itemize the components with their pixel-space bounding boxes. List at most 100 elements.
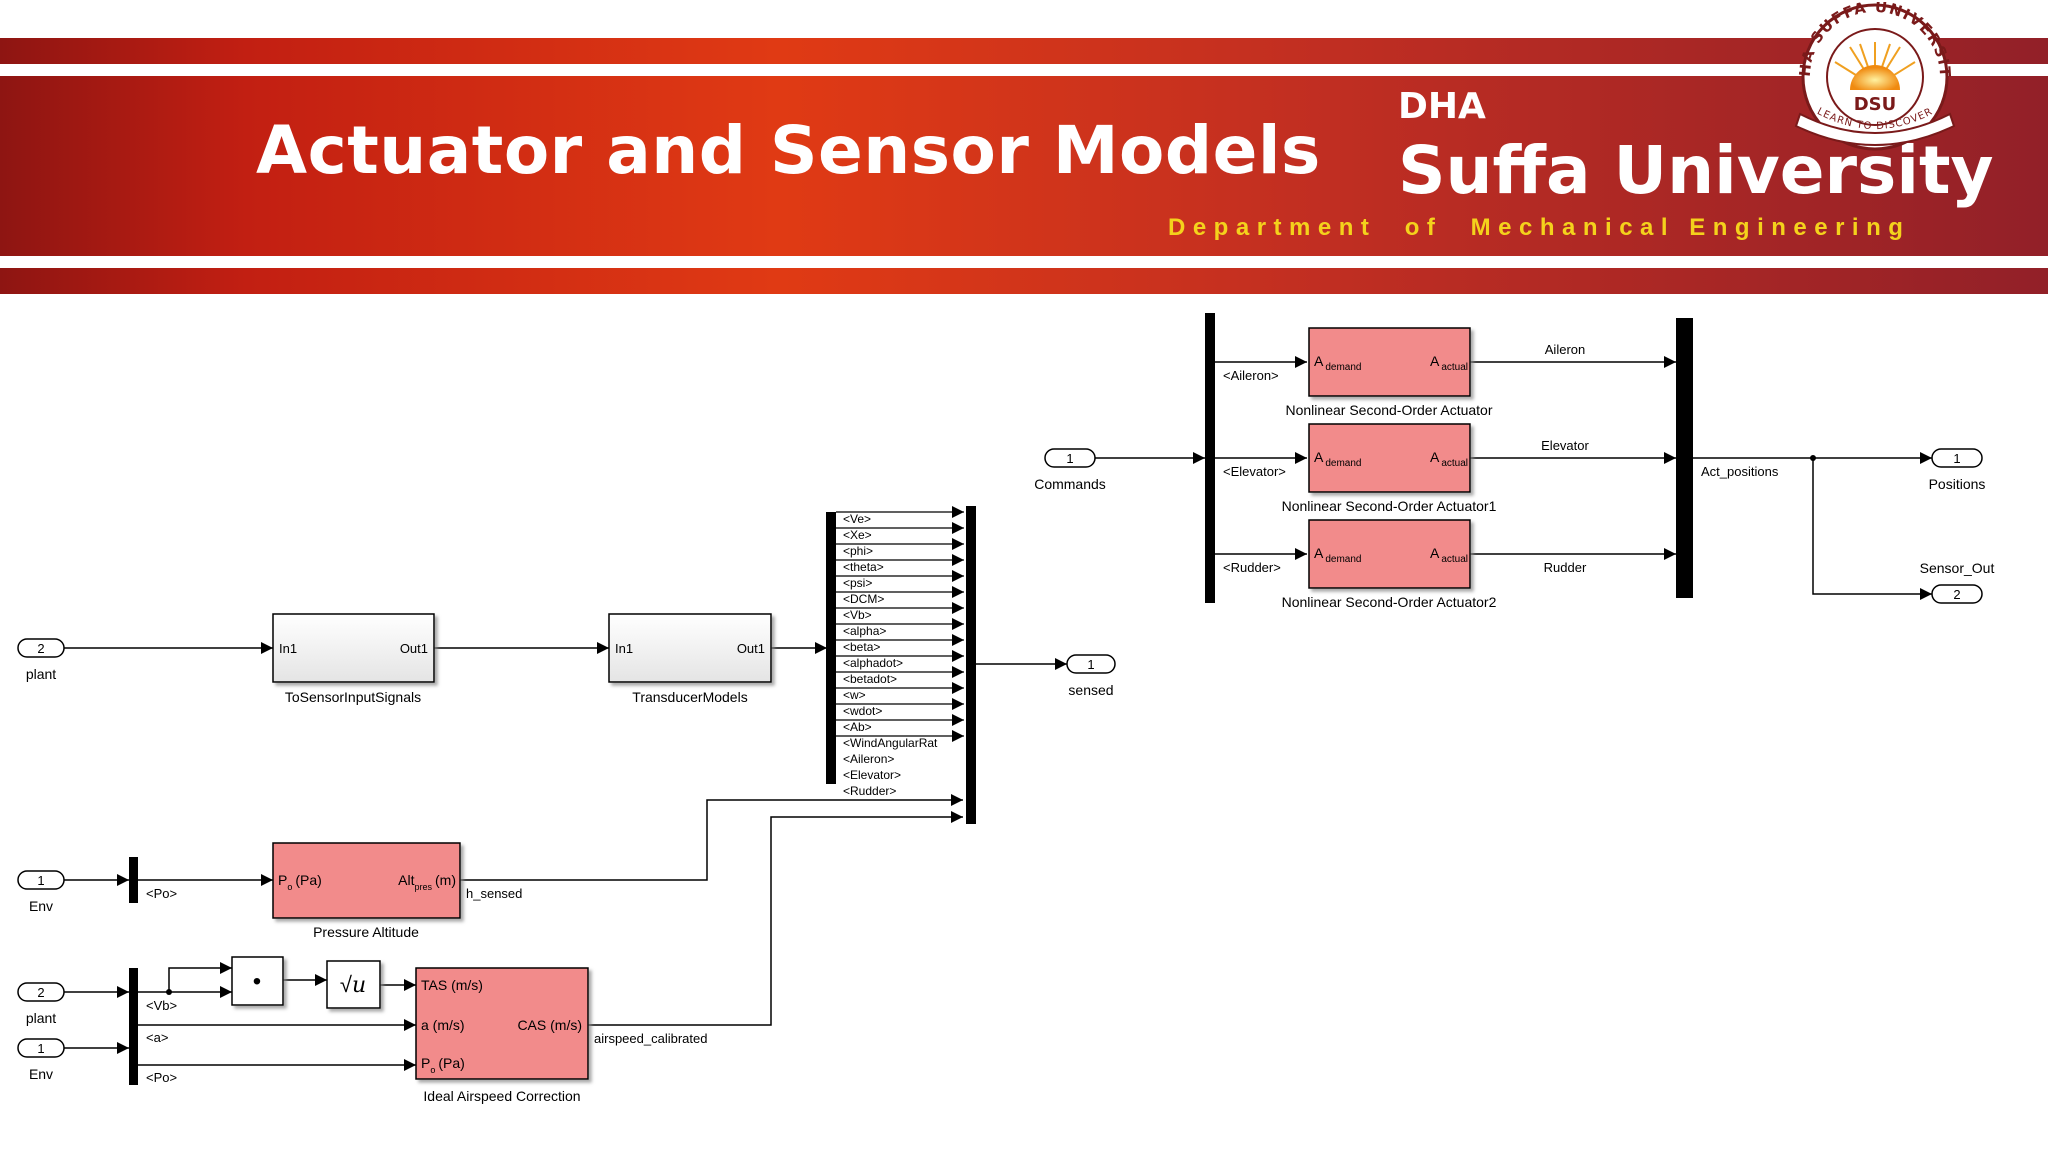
signal-label-elevator-out: Elevator — [1541, 438, 1589, 453]
inport-env[interactable]: 1 Env — [17, 870, 65, 914]
port-number: 1 — [1066, 451, 1073, 466]
signal-label-a: <a> — [146, 1030, 168, 1045]
block-pressure-altitude[interactable]: Po(Pa) Altpres(m) Pressure Altitude — [272, 842, 461, 940]
port-number: 2 — [37, 985, 44, 1000]
block-name: Nonlinear Second-Order Actuator1 — [1282, 498, 1497, 514]
outport-label: Out1 — [737, 641, 765, 656]
block-name: Nonlinear Second-Order Actuator — [1286, 402, 1493, 418]
inport-commands[interactable]: 1 Commands — [1034, 448, 1106, 492]
inport-label: TAS (m/s) — [421, 977, 483, 993]
inport-label: Po(Pa) — [421, 1055, 465, 1075]
bus-selector-airspeed[interactable] — [129, 968, 138, 1085]
port-label: plant — [26, 1010, 56, 1026]
inport-plant[interactable]: 2 plant — [17, 638, 65, 682]
block-name: ToSensorInputSignals — [285, 689, 421, 705]
bus-signal-lines: <Ve><Xe><phi><theta><psi><DCM><Vb><alpha… — [836, 506, 964, 798]
signal-label-po-2: <Po> — [146, 1070, 177, 1085]
signal-lines — [64, 356, 1932, 1071]
bus-signal-label: <Aileron> — [843, 752, 894, 766]
port-number: 1 — [37, 873, 44, 888]
bus-selector-po[interactable] — [129, 857, 138, 903]
branch-point — [166, 989, 172, 995]
outport-sensor-out[interactable]: 2 Sensor_Out — [1920, 560, 1995, 604]
branch-point — [1810, 455, 1816, 461]
block-name: Ideal Airspeed Correction — [423, 1088, 580, 1104]
port-label: Commands — [1034, 476, 1106, 492]
department-name: Department of Mechanical Engineering — [1168, 214, 1911, 241]
bus-selector-sensors[interactable] — [826, 512, 836, 784]
signal-label-aileron-in: <Aileron> — [1223, 368, 1279, 383]
bus-signal-label: <Rudder> — [843, 784, 896, 798]
university-seal-icon: DHA SUFFA UNIVERSITY DSU LEARN TO DISCOV… — [1770, 2, 1956, 151]
subsystem-to-sensor-input-signals[interactable]: In1 Out1 ToSensorInputSignals — [272, 613, 435, 705]
port-label: Positions — [1929, 476, 1986, 492]
subsystem-transducer-models[interactable]: In1 Out1 TransducerModels — [608, 613, 772, 705]
bus-signal-label: <wdot> — [843, 704, 882, 718]
bus-signal-label: <Ab> — [843, 720, 872, 734]
university-prefix: DHA — [1398, 86, 1486, 127]
bus-signal-label: <DCM> — [843, 592, 884, 606]
inport-plant-2[interactable]: 2 plant — [17, 982, 65, 1026]
seal-abbr: DSU — [1854, 94, 1897, 115]
bus-signal-label: <alphadot> — [843, 656, 903, 670]
bus-selector-commands[interactable] — [1205, 313, 1215, 603]
signal-label-aileron-out: Aileron — [1545, 342, 1585, 357]
port-number: 1 — [37, 1041, 44, 1056]
simulink-diagram: 2 plant 1 Env 2 plant 1 Env 1 Commands 1… — [17, 313, 1995, 1104]
signal-label-act-positions: Act_positions — [1701, 464, 1779, 479]
inport-label: In1 — [279, 641, 297, 656]
bus-signal-label: <psi> — [843, 576, 872, 590]
block-name: Nonlinear Second-Order Actuator2 — [1282, 594, 1497, 610]
dot-icon: • — [253, 968, 261, 995]
header-banner — [0, 38, 2048, 294]
inport-label: a (m/s) — [421, 1017, 465, 1033]
bus-signal-label: <betadot> — [843, 672, 897, 686]
banner-bottom-stripe — [0, 268, 2048, 294]
outport-label: Out1 — [400, 641, 428, 656]
bus-signal-label: <alpha> — [843, 624, 886, 638]
signal-label-airspeed-calibrated: airspeed_calibrated — [594, 1031, 707, 1046]
outport-sensed[interactable]: 1 sensed — [1066, 654, 1116, 698]
banner-main-band — [0, 76, 2048, 256]
bus-signal-label: <WindAngularRat — [843, 736, 938, 750]
block-name: Pressure Altitude — [313, 924, 419, 940]
inport-label: In1 — [615, 641, 633, 656]
bus-signal-label: <Xe> — [843, 528, 872, 542]
inport-label: Po(Pa) — [278, 872, 322, 892]
signal-label-rudder-out: Rudder — [1544, 560, 1587, 575]
port-number: 2 — [37, 641, 44, 656]
port-number: 1 — [1087, 657, 1094, 672]
banner-top-stripe — [0, 38, 2048, 64]
inport-env-2[interactable]: 1 Env — [17, 1038, 65, 1082]
bus-creator-act-positions[interactable] — [1676, 318, 1693, 598]
signal-label-h-sensed: h_sensed — [466, 886, 522, 901]
signal-label-po: <Po> — [146, 886, 177, 901]
block-name: TransducerModels — [632, 689, 747, 705]
signal-label-rudder-in: <Rudder> — [1223, 560, 1281, 575]
bus-signal-label: <beta> — [843, 640, 880, 654]
sqrt-icon: √u — [340, 972, 366, 998]
bus-signal-label: <theta> — [843, 560, 884, 574]
bus-signal-label: <Elevator> — [843, 768, 901, 782]
port-label: Sensor_Out — [1920, 560, 1995, 576]
bus-signal-label: <w> — [843, 688, 866, 702]
block-dot-product[interactable]: • — [231, 956, 284, 1006]
port-number: 2 — [1953, 587, 1960, 602]
bus-creator-sensed[interactable] — [966, 506, 976, 824]
block-ideal-airspeed-correction[interactable]: TAS (m/s) a (m/s) Po(Pa) CAS (m/s) Ideal… — [415, 967, 589, 1104]
block-sqrt[interactable]: √u — [326, 960, 381, 1009]
outport-positions[interactable]: 1 Positions — [1929, 448, 1986, 492]
port-label: sensed — [1068, 682, 1113, 698]
port-label: plant — [26, 666, 56, 682]
port-label: Env — [29, 898, 53, 914]
signal-label-elevator-in: <Elevator> — [1223, 464, 1286, 479]
signal-label-vb: <Vb> — [146, 998, 177, 1013]
